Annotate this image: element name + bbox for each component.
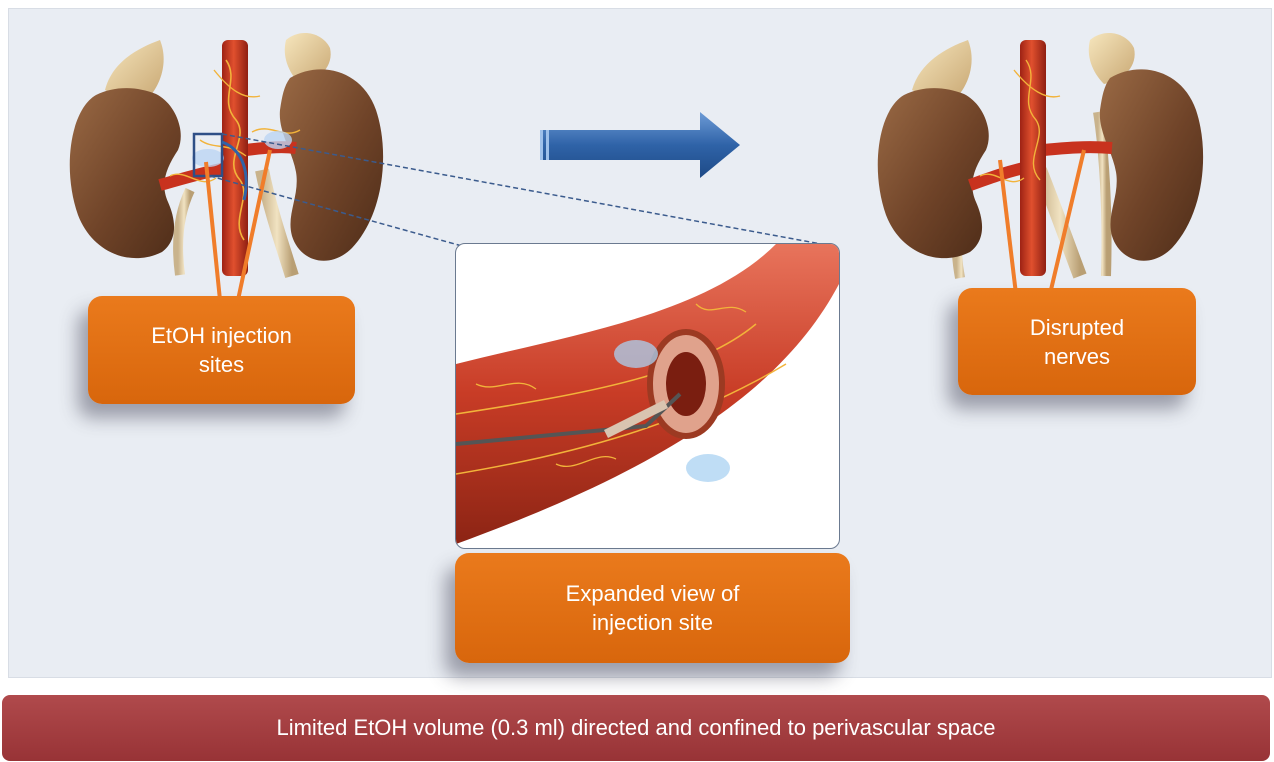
aorta-illustration bbox=[1020, 40, 1046, 276]
right-kidney-illustration bbox=[1100, 69, 1203, 260]
left-kidney-illustration bbox=[878, 88, 989, 258]
label-line: EtOH injection bbox=[151, 321, 292, 350]
process-arrow-icon bbox=[540, 112, 740, 178]
label-line: Disrupted bbox=[1030, 313, 1124, 342]
etoh-injection-sites-label: EtOH injection sites bbox=[88, 296, 355, 404]
label-line: injection site bbox=[566, 608, 740, 637]
pointer-line bbox=[206, 162, 220, 300]
summary-banner: Limited EtOH volume (0.3 ml) directed an… bbox=[2, 695, 1270, 761]
disrupted-nerves-label: Disrupted nerves bbox=[958, 288, 1196, 395]
right-anatomy bbox=[878, 33, 1203, 294]
left-kidney-illustration bbox=[70, 88, 181, 258]
left-anatomy bbox=[70, 33, 383, 300]
right-kidney-illustration bbox=[280, 69, 383, 260]
label-line: sites bbox=[151, 350, 292, 379]
expanded-view-label: Expanded view of injection site bbox=[455, 553, 850, 663]
catheter-inset-illustration bbox=[455, 243, 840, 549]
label-line: Expanded view of bbox=[566, 579, 740, 608]
label-line: nerves bbox=[1030, 342, 1124, 371]
